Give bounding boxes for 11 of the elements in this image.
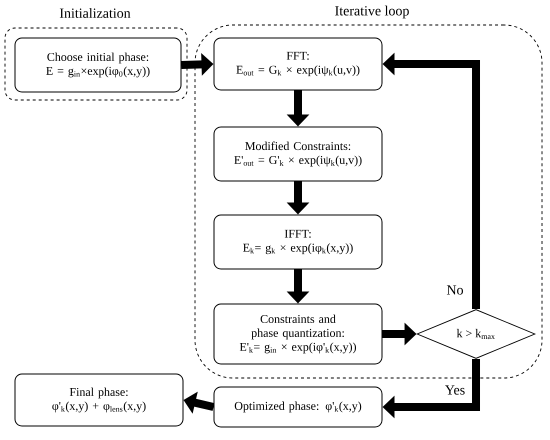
process-box: Constraints and phase quantization: E'$_{k}$= g$_{in}$ × exp(iφ'$_{k}$(x,y)) [214, 304, 382, 364]
process-box: IFFT: E$_{k}$= g$_{k}$ × exp(iφ$_{k}$(x,y)) [214, 214, 382, 270]
process-box: Final phase: φ'$_{k}$(x,y) + φ$_{lens}$(x,y) [14, 374, 184, 426]
group-title: Iterative loop [335, 6, 409, 18]
group-title: Initialization [60, 8, 130, 18]
process-box: Optimized phase: φ'$_{k}$(x,y) [214, 386, 382, 428]
process-box: Choose initial phase: E = g$_{in}$×exp(iφ$_{0}$(x,y)) [14, 38, 182, 92]
process-box: FFT: E$_{out}$ = G$_{k}$ × exp(iψ$_{k}$(u,v)) [214, 38, 382, 90]
process-box: Modified Constraints: E'$_{out}$ = G'$_{k}$ × exp(iψ$_{k}$(u,v)) [214, 126, 382, 182]
edge-label: No [445, 284, 465, 296]
edge-label: Yes [444, 384, 466, 396]
